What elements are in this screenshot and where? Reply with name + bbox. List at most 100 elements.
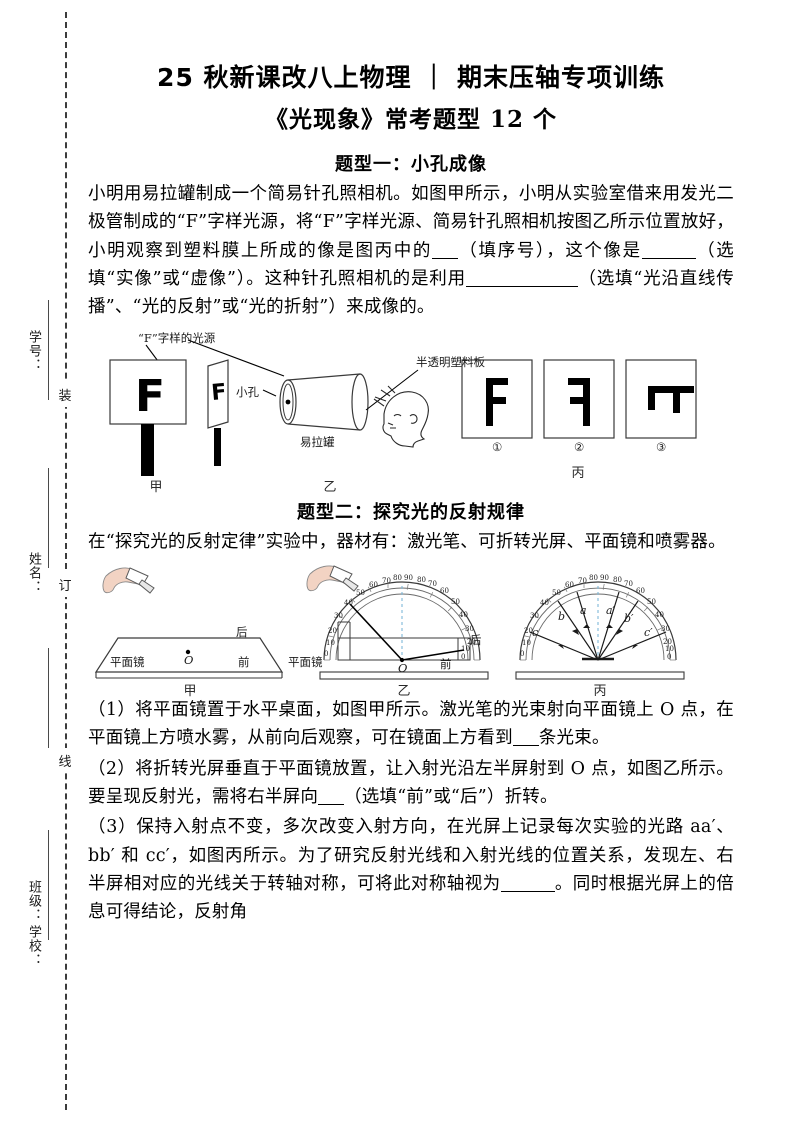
- point-o-dot-2: [399, 657, 405, 663]
- pinhole-dot: [285, 399, 291, 405]
- scale-2-70r: 70: [428, 580, 437, 589]
- scale-3-20l: 20: [524, 627, 533, 636]
- seal-dashed-line: [65, 12, 67, 1110]
- answer-blank[interactable]: [432, 257, 458, 259]
- margin-label-student-id: 学号：: [26, 330, 41, 372]
- scale-3-80r: 80: [613, 576, 622, 585]
- f-board-outline: [109, 359, 187, 425]
- sub-question-2-3: （3）保持入射点不变，多次改变入射方向，在光屏上记录每次实验的光路 aa′、bb…: [88, 817, 734, 923]
- plane-mirror-bar-3: [515, 671, 685, 680]
- f-board-stand: [141, 423, 154, 476]
- figure1-caption-yi: 乙: [323, 479, 337, 495]
- figure2-caption-yi: 乙: [397, 684, 411, 700]
- answer-blank[interactable]: [318, 804, 345, 806]
- seal-label-ding: 订: [56, 572, 74, 597]
- scale-3-90: 90: [600, 574, 609, 583]
- pinhole-leader: [262, 389, 277, 397]
- scale-3-40l: 40: [540, 599, 549, 608]
- can-body-edges: [287, 373, 361, 431]
- f-panel-stand: [214, 427, 221, 466]
- laser-pen-hand-2: [306, 565, 359, 592]
- protractor-ticks-3: [520, 582, 676, 661]
- scale-3-50r: 50: [647, 598, 656, 607]
- margin-label-school: 学校：: [26, 925, 41, 967]
- sub-question-2-2: （2）将折转光屏垂直于平面镜放置，让入射光沿左半屏射到 O 点，如图乙所示。要呈…: [88, 758, 734, 808]
- scale-2-20l: 20: [328, 627, 337, 636]
- scale-3-10l: 10: [522, 639, 531, 648]
- scale-3-10r: 10: [665, 645, 674, 654]
- scale-2-60l: 60: [369, 581, 378, 590]
- scale-3-0r: 0: [667, 653, 672, 662]
- scale-2-20r: 20: [467, 638, 476, 647]
- scale-2-50r: 50: [451, 598, 460, 607]
- figure2-caption-bing: 丙: [593, 684, 607, 700]
- scale-3-0l: 0: [520, 650, 525, 659]
- reflection-law-figure: 平面镜 后 前 O 平面镜 后 前 O 0 10 20 30 40 50 60 …: [88, 560, 734, 700]
- incident-ray-2: [349, 603, 403, 661]
- label-front-2: 前: [440, 657, 452, 672]
- scale-2-80r: 80: [417, 576, 426, 585]
- f-board-letter: F: [135, 371, 165, 422]
- scale-2-60r: 60: [440, 587, 449, 596]
- label-option-1: ①: [492, 439, 503, 454]
- incident-ray-arrows-3: [558, 624, 590, 650]
- section-heading-1: 题型一：小孔成像: [335, 154, 487, 175]
- scale-3-60l: 60: [565, 581, 574, 590]
- label-f-source: “F”字样的光源: [138, 330, 216, 345]
- scale-2-30l: 30: [334, 612, 343, 621]
- section-heading-2: 题型二：探究光的反射规律: [297, 501, 525, 523]
- protractor-ticks-2: [324, 582, 480, 661]
- page-subtitle: 《光现象》常考题型 12 个: [264, 106, 558, 133]
- label-ray-b: b: [558, 610, 566, 624]
- scale-2-10l: 10: [326, 639, 335, 648]
- margin-rule-2: [48, 468, 49, 568]
- option-box-1: [461, 359, 533, 439]
- reflected-ray-arrows-3: [606, 624, 638, 650]
- f-panel-letter: F: [210, 379, 227, 405]
- scale-2-40l: 40: [344, 599, 353, 608]
- scale-2-0r: 0: [461, 653, 466, 662]
- sub-question-2-1: （1）将平面镜置于水平桌面，如图甲所示。激光笔的光束射向平面镜上 O 点，在平面…: [88, 700, 734, 749]
- question-1-body: 小明用易拉罐制成一个简易针孔照相机。如图甲所示，小明从实验室借来用发光二极管制成…: [88, 184, 735, 318]
- plane-mirror-bar-2: [319, 671, 489, 680]
- margin-label-name: 姓名：: [26, 552, 41, 594]
- label-plane-mirror-1: 平面镜: [110, 655, 145, 670]
- label-front-1: 前: [238, 655, 250, 670]
- scale-3-40r: 40: [655, 611, 664, 620]
- label-back-2: 后: [470, 633, 482, 648]
- answer-blank[interactable]: [512, 745, 539, 747]
- figure2-yi: [306, 565, 489, 680]
- figure1-caption-bing: 丙: [571, 465, 585, 481]
- margin-rule-4: [48, 830, 49, 940]
- scale-2-70l: 70: [382, 577, 391, 586]
- can-left-cap-inner: [282, 383, 294, 421]
- scale-3-70l: 70: [578, 577, 587, 586]
- label-ray-c: c: [532, 626, 539, 640]
- label-ray-c-prime: c′: [644, 626, 653, 640]
- pinhole-camera-figure: F F: [88, 328, 734, 496]
- label-point-o-2: O: [398, 661, 408, 676]
- scale-3-30r: 30: [661, 625, 670, 634]
- leader-line-right: [187, 339, 285, 377]
- margin-rule-3: [48, 648, 49, 748]
- option-box-2: [543, 359, 615, 439]
- observer-head: [373, 385, 429, 448]
- scale-2-50l: 50: [356, 589, 365, 598]
- scale-2-30r: 30: [465, 625, 474, 634]
- scale-3-80l: 80: [589, 574, 598, 583]
- scale-2-80l: 80: [393, 574, 402, 583]
- can-right-cap: [351, 373, 369, 431]
- question-2-intro: 在“探究光的反射定律”实验中，器材有：激光笔、可折转光屏、平面镜和喷雾器。: [88, 531, 726, 552]
- answer-blank[interactable]: [500, 891, 555, 893]
- answer-blank[interactable]: [641, 257, 696, 259]
- laser-pen-hand-1: [102, 567, 155, 594]
- seal-label-xian: 线: [56, 748, 74, 773]
- scale-2-10r: 10: [461, 645, 470, 654]
- label-point-o-1: O: [184, 653, 194, 668]
- scale-2-90: 90: [404, 574, 413, 583]
- figure2-bing: [515, 581, 685, 680]
- label-pinhole: 小孔: [236, 384, 259, 399]
- answer-blank[interactable]: [465, 286, 578, 288]
- figure2-caption-jia: 甲: [183, 684, 197, 700]
